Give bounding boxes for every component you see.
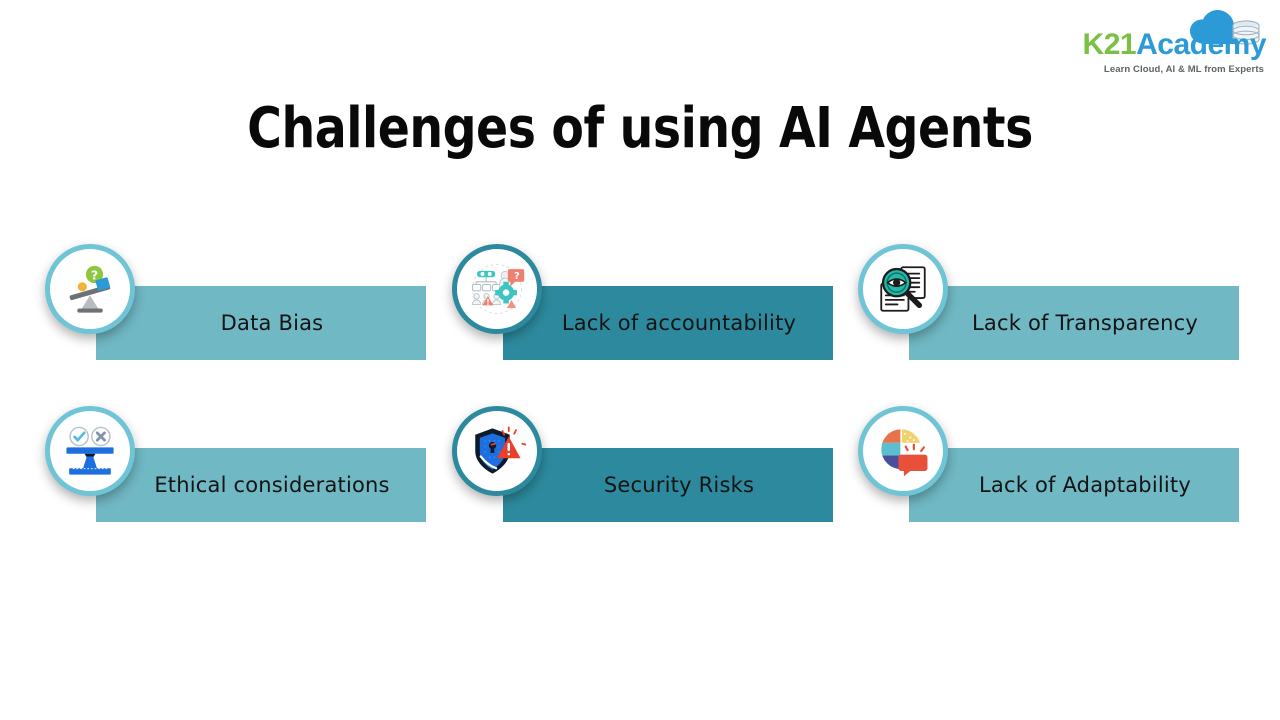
- challenge-bar: Lack of accountability: [503, 286, 833, 360]
- page-title: Challenges of using AI Agents: [247, 96, 1033, 161]
- challenge-card-security-risks[interactable]: Security Risks: [447, 394, 854, 534]
- challenge-label: Lack of Adaptability: [979, 473, 1191, 497]
- challenge-card-data-bias[interactable]: Data Bias ?: [40, 232, 447, 372]
- brand-tagline: Learn Cloud, AI & ML from Experts: [1103, 64, 1264, 75]
- brand-name-part2: Academy: [1136, 28, 1266, 61]
- challenges-row-2: Ethical considerations Security Risk: [0, 394, 1280, 556]
- svg-text:?: ?: [91, 267, 98, 282]
- challenge-card-ethical-considerations[interactable]: Ethical considerations: [40, 394, 447, 534]
- challenge-label: Lack of accountability: [561, 311, 797, 335]
- svg-text:?: ?: [514, 271, 520, 282]
- balance-scale-check-cross-icon: [45, 406, 135, 496]
- unbalanced-scale-question-icon: ?: [45, 244, 135, 334]
- challenge-label: Ethical considerations: [154, 473, 390, 497]
- challenge-card-lack-of-adaptability[interactable]: Lack of Adaptability: [853, 394, 1260, 534]
- challenges-grid: Data Bias ? Lack of accountability: [0, 232, 1280, 556]
- challenge-label: Data Bias: [220, 311, 324, 335]
- challenge-card-lack-of-accountability[interactable]: Lack of accountability: [447, 232, 854, 372]
- challenge-label: Security Risks: [603, 473, 755, 497]
- challenge-bar: Lack of Transparency: [909, 286, 1239, 360]
- shield-keyhole-alert-icon: [452, 406, 542, 496]
- challenges-row-1: Data Bias ? Lack of accountability: [0, 232, 1280, 394]
- brand-wordmark: K21Academy: [1082, 28, 1267, 61]
- brand-logo: K21Academy Learn Cloud, AI & ML from Exp…: [1076, 8, 1266, 78]
- challenge-bar: Security Risks: [503, 448, 833, 522]
- challenge-bar: Data Bias: [96, 286, 426, 360]
- org-chart-gear-warning-icon: ?: [452, 244, 542, 334]
- cloud-database-icon: [1184, 8, 1264, 50]
- challenge-card-lack-of-transparency[interactable]: Lack of Transparency: [853, 232, 1260, 372]
- magnifier-eye-document-icon: [858, 244, 948, 334]
- challenge-bar: Lack of Adaptability: [909, 448, 1239, 522]
- brain-speech-bubble-icon: [858, 406, 948, 496]
- challenge-bar: Ethical considerations: [96, 448, 426, 522]
- brand-name-part1: K21: [1082, 28, 1137, 61]
- challenge-label: Lack of Transparency: [972, 311, 1198, 335]
